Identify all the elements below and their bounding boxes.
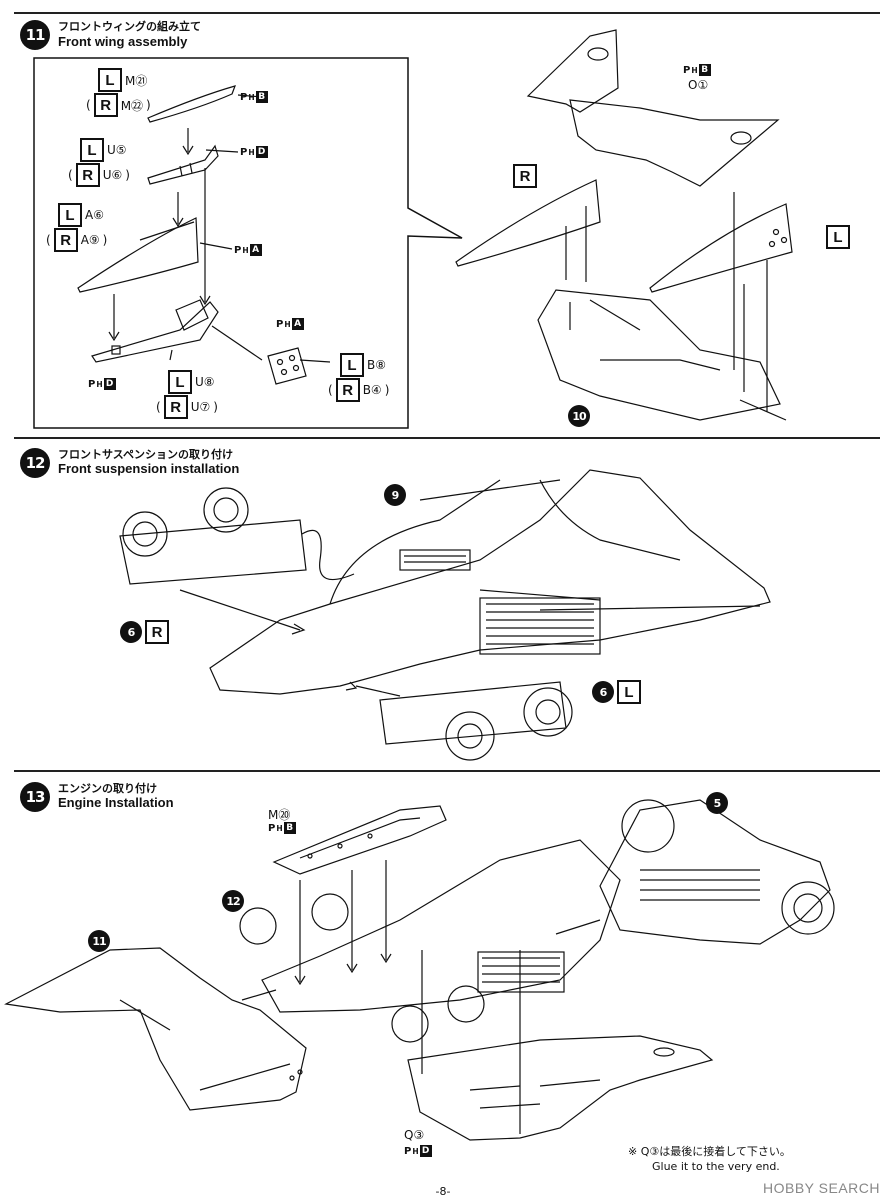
step-13-title-en: Engine Installation — [58, 795, 174, 810]
step-12-title-jp: フロントサスペンションの取り付け — [58, 448, 234, 461]
part-label-m20: M⑳ — [268, 808, 291, 822]
step-12-title-en: Front suspension installation — [58, 461, 240, 476]
divider-12 — [14, 437, 880, 439]
step-12-badge: 12 — [20, 448, 50, 478]
part-label-right-wing: R — [513, 164, 537, 188]
page-number: -8- — [435, 1185, 451, 1198]
ref-step-5-badge: 5 — [706, 792, 728, 814]
glue-note-en: Glue it to the very end. — [652, 1160, 780, 1173]
step-13-badge: 13 — [20, 782, 50, 812]
ref-step-9-badge: 9 — [384, 484, 406, 506]
ref-step-11-badge: 11 — [88, 930, 110, 952]
step-11-title-jp: フロントウィングの組み立て — [58, 20, 201, 33]
ref-step-12-badge: 12 — [222, 890, 244, 912]
divider-top — [14, 12, 880, 14]
step-13-title-jp: エンジンの取り付け — [58, 782, 157, 795]
watermark: HOBBY SEARCH — [763, 1180, 880, 1196]
ref-step-10-badge: 10 — [568, 405, 590, 427]
part-label-left-wing: L — [826, 225, 850, 249]
part-label-o1: O① — [688, 78, 709, 92]
step-11-title-en: Front wing assembly — [58, 34, 188, 49]
glue-note-jp: ※ Q③は最後に接着して下さい。 — [628, 1145, 791, 1158]
step-11-badge: 11 — [20, 20, 50, 50]
divider-13 — [14, 770, 880, 772]
part-label-q3: Q③ — [404, 1128, 425, 1142]
